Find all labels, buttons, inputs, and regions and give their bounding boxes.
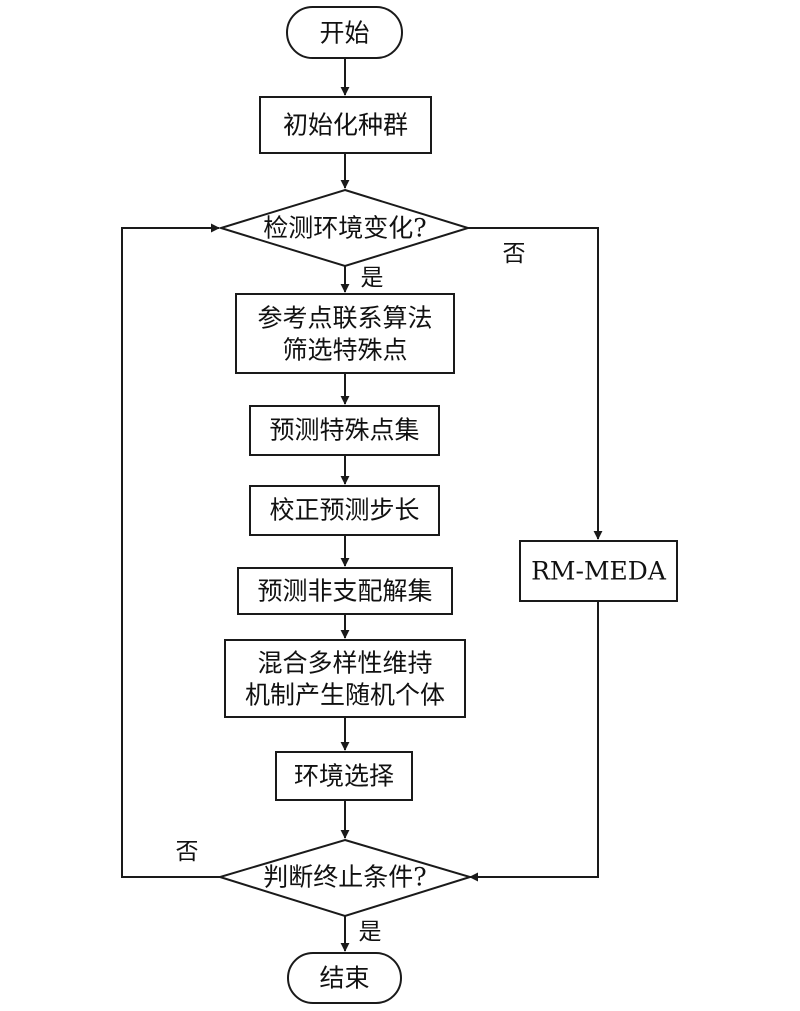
predict-nondominated-node: 预测非支配解集 <box>237 567 453 615</box>
predict-special-points-node: 预测特殊点集 <box>249 405 440 456</box>
detect-no-label: 否 <box>503 241 526 267</box>
edge-detect-no <box>468 227 603 540</box>
detect-yes-label: 是 <box>361 265 384 291</box>
end-node: 结束 <box>287 952 402 1004</box>
environment-selection-label: 环境选择 <box>294 762 394 791</box>
detect-change-decision: 检测环境变化? <box>217 188 472 268</box>
end-label: 结束 <box>319 964 369 993</box>
rm-meda-node: RM-MEDA <box>519 540 678 602</box>
select-special-points-node: 参考点联系算法 筛选特殊点 <box>235 293 455 374</box>
correct-step-node: 校正预测步长 <box>249 485 440 536</box>
select-special-line1: 参考点联系算法 <box>257 304 432 333</box>
diversity-line1: 混合多样性维持 <box>257 649 432 678</box>
judge-termination-label: 判断终止条件? <box>263 863 426 892</box>
select-special-line2: 筛选特殊点 <box>282 336 407 365</box>
predict-nondominated-label: 预测非支配解集 <box>257 577 432 606</box>
diversity-mechanism-node: 混合多样性维持 机制产生随机个体 <box>224 639 466 718</box>
detect-change-label: 检测环境变化? <box>263 214 426 243</box>
edge-rm-meda-to-judge <box>469 601 599 882</box>
edge-labels: 是 否 是 否 <box>176 241 526 945</box>
init-population-node: 初始化种群 <box>259 96 432 154</box>
start-node: 开始 <box>286 6 403 59</box>
judge-yes-label: 是 <box>359 919 382 945</box>
edge-judge-no <box>121 223 220 878</box>
diversity-line2: 机制产生随机个体 <box>245 681 445 710</box>
rm-meda-label: RM-MEDA <box>531 557 667 586</box>
environment-selection-node: 环境选择 <box>275 751 413 801</box>
predict-special-label: 预测特殊点集 <box>269 416 419 445</box>
init-population-label: 初始化种群 <box>283 111 408 140</box>
edges <box>121 58 603 952</box>
correct-step-label: 校正预测步长 <box>269 496 419 525</box>
judge-termination-decision: 判断终止条件? <box>216 838 474 918</box>
judge-no-label: 否 <box>176 839 199 865</box>
start-label: 开始 <box>319 19 369 48</box>
